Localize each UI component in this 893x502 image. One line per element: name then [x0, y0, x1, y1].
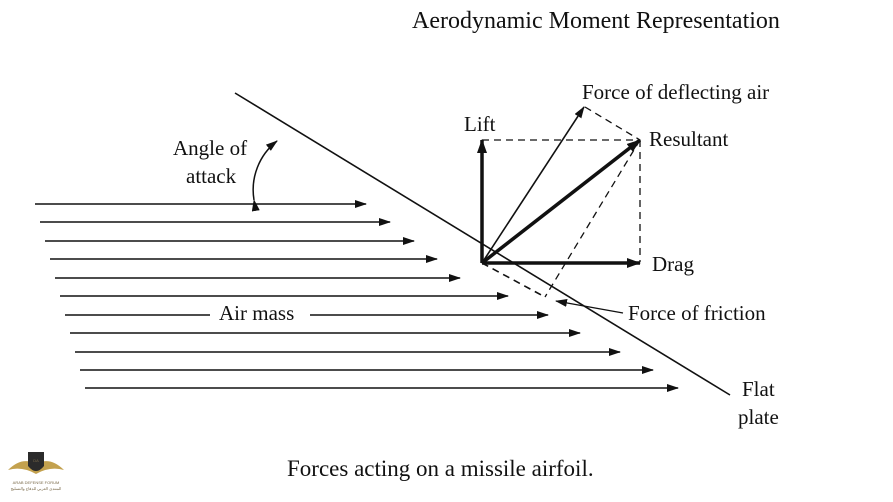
- friction-leader-line: [555, 299, 624, 314]
- angle-of-attack-label-line1: Angle of: [173, 136, 247, 160]
- angle-of-attack-arc: [251, 140, 278, 212]
- air-mass-label: Air mass: [219, 301, 294, 325]
- flat-plate-label-line2: plate: [738, 405, 779, 429]
- friction-vector: [481, 262, 546, 298]
- logo-shield-icon: [28, 452, 44, 471]
- dashed-construction-lines: [482, 106, 641, 298]
- arab-defense-forum-logo: DA ARAB DEFENSE FORUM المنتدى العربي للد…: [8, 452, 64, 491]
- resultant-label: Resultant: [649, 127, 728, 151]
- air-mass-streamlines: [35, 200, 679, 392]
- deflecting-air-vector: [481, 106, 585, 264]
- logo-text-line1: ARAB DEFENSE FORUM: [13, 480, 60, 485]
- force-vectors: [477, 106, 642, 298]
- force-deflecting-air-label: Force of deflecting air: [582, 80, 769, 104]
- flat-plate-label-line1: Flat: [742, 377, 775, 401]
- logo-monogram: DA: [33, 458, 39, 463]
- drag-label: Drag: [652, 252, 694, 276]
- diagram-title: Aerodynamic Moment Representation: [412, 8, 780, 34]
- angle-of-attack-label-line2: attack: [186, 164, 237, 188]
- air-mass-label-bg: [212, 299, 306, 329]
- force-of-friction-label: Force of friction: [628, 301, 766, 325]
- logo-text-line2: المنتدى العربي للدفاع والتسليح: [11, 486, 62, 491]
- figure-caption: Forces acting on a missile airfoil.: [287, 456, 594, 481]
- resultant-vector: [480, 138, 642, 265]
- lift-label: Lift: [464, 112, 496, 136]
